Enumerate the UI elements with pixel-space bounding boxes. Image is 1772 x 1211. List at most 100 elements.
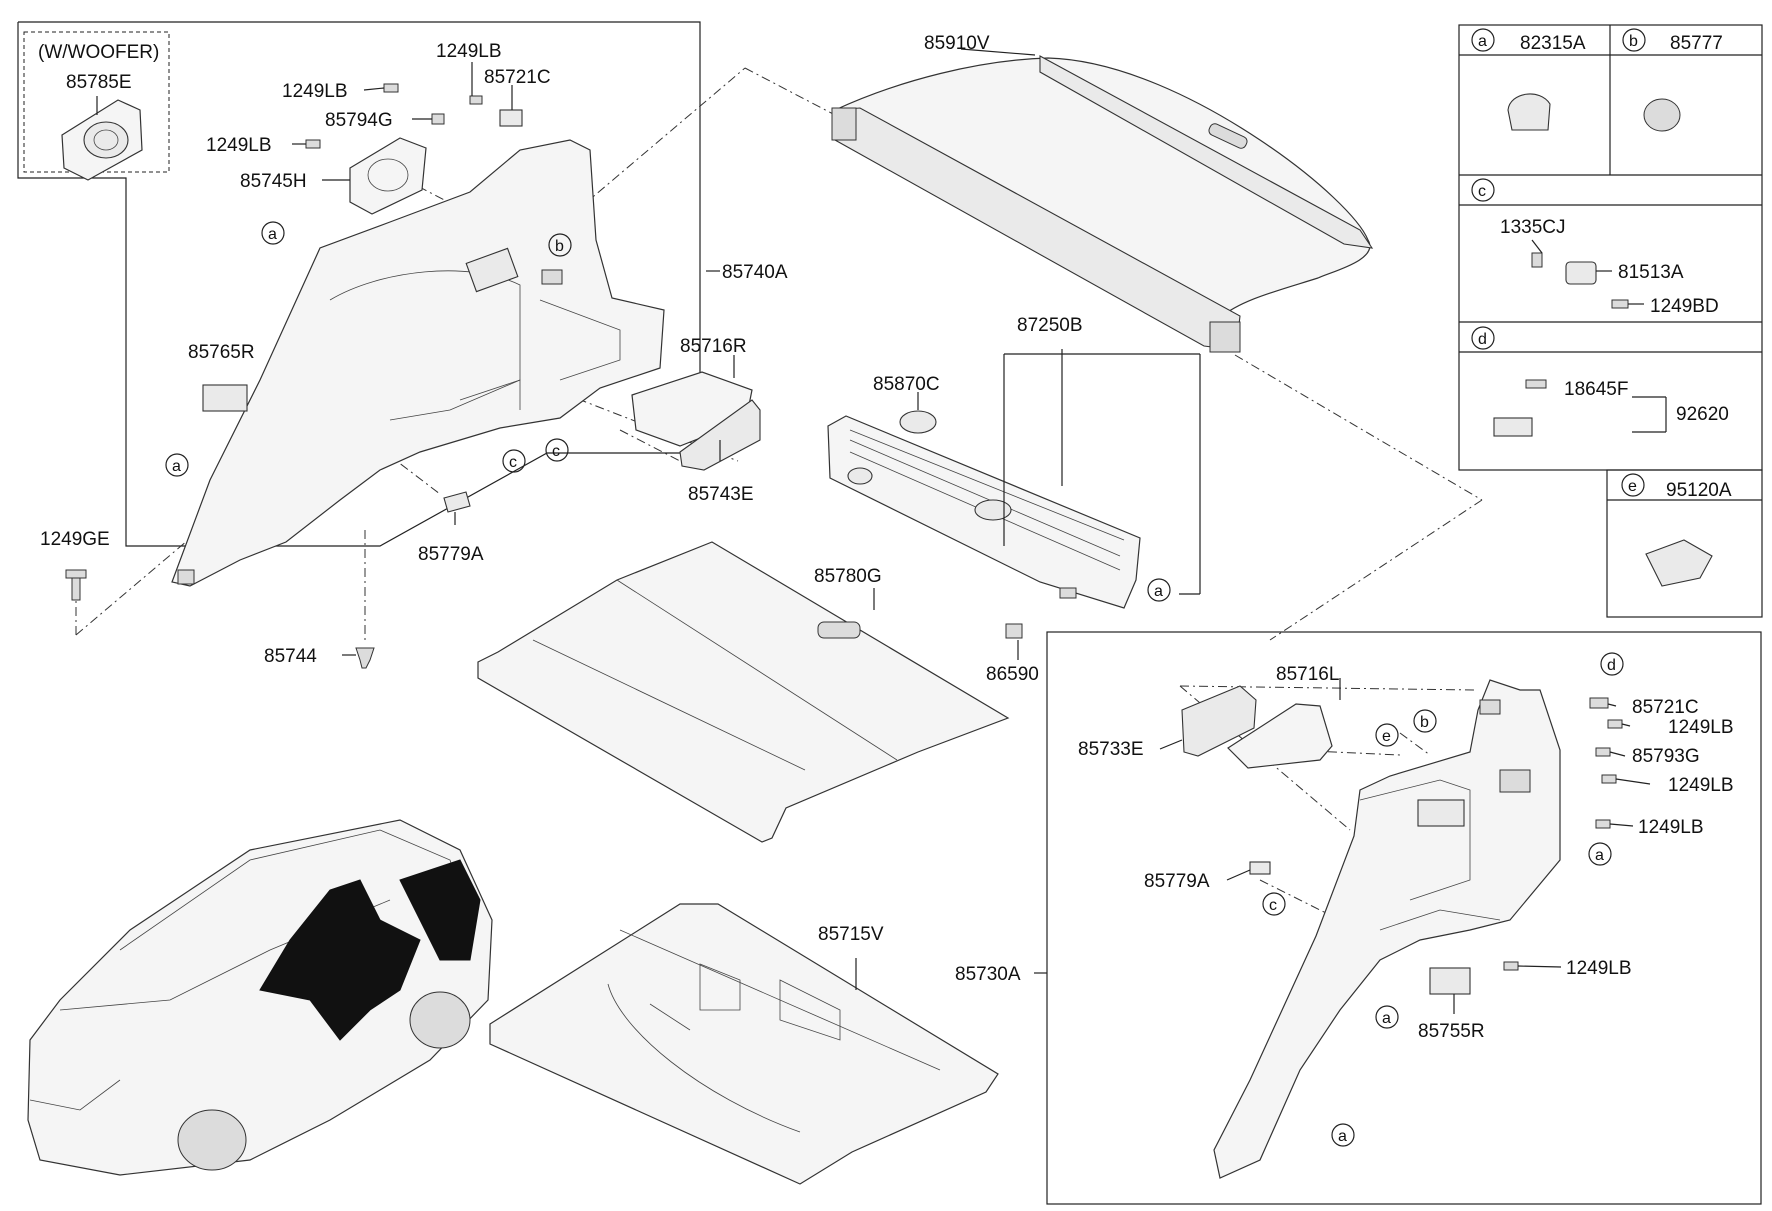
callout-d-1: d: [1600, 652, 1624, 676]
label-85779A-b: 85779A: [1144, 871, 1210, 892]
label-1249LB-g: 1249LB: [1566, 958, 1632, 979]
cargo-cover-85910V: [831, 55, 1374, 353]
legend-a-part: 82315A: [1520, 33, 1586, 54]
callout-e-legend: e: [1621, 473, 1645, 497]
screw-1249GE: [65, 569, 87, 601]
label-1249LB-a: 1249LB: [436, 41, 502, 62]
svg-text:d: d: [1478, 331, 1487, 348]
label-85780G: 85780G: [814, 566, 882, 587]
callout-c-1: c: [502, 449, 526, 473]
clip-85744: [355, 647, 375, 669]
bracket-85733E: [1181, 685, 1257, 757]
speaker-85745H: [349, 137, 427, 215]
callout-d-legend: d: [1471, 326, 1495, 350]
label-85740A: 85740A: [722, 262, 788, 283]
callout-c-legend: c: [1471, 178, 1495, 202]
label-1249LB-c: 1249LB: [206, 135, 272, 156]
callout-b-2: b: [1413, 709, 1437, 733]
callout-a-4: a: [1588, 842, 1612, 866]
label-85716R: 85716R: [680, 336, 747, 357]
pad-85765R: [202, 384, 248, 412]
callout-a-6: a: [1331, 1123, 1355, 1147]
label-87250B: 87250B: [1017, 315, 1083, 336]
svg-text:a: a: [1595, 847, 1604, 864]
callout-b-legend: b: [1622, 28, 1646, 52]
svg-text:e: e: [1382, 728, 1391, 745]
label-85745H: 85745H: [240, 171, 307, 192]
svg-text:c: c: [1478, 183, 1486, 200]
legend-c-part3: 1249BD: [1650, 296, 1719, 317]
luggage-board-85780G: [477, 541, 1010, 843]
svg-text:a: a: [1338, 1128, 1347, 1145]
cap-85870C: [899, 410, 937, 434]
label-1249LB-f: 1249LB: [1638, 817, 1704, 838]
leader-lines: [96, 48, 1667, 1014]
svg-text:a: a: [268, 226, 277, 243]
legend-e-part: 95120A: [1666, 480, 1732, 501]
luggage-tray-85715V: [489, 903, 999, 1185]
label-85870C: 85870C: [873, 374, 940, 395]
label-86590: 86590: [986, 664, 1039, 685]
label-85733E: 85733E: [1078, 739, 1144, 760]
label-85910V: 85910V: [924, 33, 990, 54]
right-quarter-trim-85730A: [1213, 679, 1561, 1179]
legend-table: [1458, 24, 1763, 618]
vehicle-illustration: [27, 819, 493, 1176]
nut-86590: [1005, 623, 1023, 639]
part-labels: (W/WOOFER) 85785E 1249LB 1249LB 85721C 8…: [38, 33, 1734, 1042]
svg-text:b: b: [1420, 714, 1429, 731]
label-1249LB-b: 1249LB: [282, 81, 348, 102]
cover-85716L: [1227, 703, 1333, 769]
left-panel-frame: [17, 21, 701, 547]
label-85743E: 85743E: [688, 484, 754, 505]
label-85721C-b: 85721C: [1632, 697, 1699, 718]
legend-d-part2: 92620: [1676, 404, 1729, 425]
callout-e-1: e: [1375, 723, 1399, 747]
label-85715V: 85715V: [818, 924, 884, 945]
legend-d-part1: 18645F: [1564, 379, 1628, 400]
label-85716L: 85716L: [1276, 664, 1339, 685]
svg-text:b: b: [1629, 33, 1638, 50]
callout-a-legend: a: [1471, 28, 1495, 52]
label-85744: 85744: [264, 646, 317, 667]
svg-text:c: c: [1269, 897, 1277, 914]
svg-text:a: a: [1154, 583, 1163, 600]
legend-c-part1: 1335CJ: [1500, 217, 1566, 238]
left-quarter-trim-85740A: [171, 139, 665, 587]
label-85765R: 85765R: [188, 342, 255, 363]
label-w-woofer: (W/WOOFER): [38, 42, 159, 63]
label-85785E: 85785E: [66, 72, 132, 93]
label-1249GE: 1249GE: [40, 529, 110, 550]
small-clips-top: [305, 83, 523, 149]
bracket-85743E: [679, 399, 761, 471]
right-panel-frame: [1046, 631, 1762, 1205]
label-85779A-a: 85779A: [418, 544, 484, 565]
callout-letters: a a a a a a a b b b c c c c d d e e: [165, 28, 1646, 1147]
pad-85755R: [1429, 967, 1471, 995]
svg-text:c: c: [509, 454, 517, 471]
callout-a-2: a: [165, 453, 189, 477]
svg-text:a: a: [172, 458, 181, 475]
legend-b-part: 85777: [1670, 33, 1723, 54]
label-1249LB-d: 1249LB: [1668, 717, 1734, 738]
svg-text:a: a: [1382, 1010, 1391, 1027]
svg-text:c: c: [552, 443, 560, 460]
svg-text:d: d: [1607, 657, 1616, 674]
legend-icons: [1493, 93, 1713, 587]
label-85793G: 85793G: [1632, 746, 1700, 767]
label-85730A: 85730A: [955, 964, 1021, 985]
callout-a-3: a: [1147, 578, 1171, 602]
callout-a-5: a: [1375, 1005, 1399, 1029]
clip-85779A-left: [443, 491, 471, 513]
svg-text:a: a: [1478, 33, 1487, 50]
label-85755R: 85755R: [1418, 1021, 1485, 1042]
callout-c-3: c: [1262, 892, 1286, 916]
callout-b-1: b: [548, 233, 572, 257]
label-1249LB-e: 1249LB: [1668, 775, 1734, 796]
callout-c-2: c: [545, 438, 569, 462]
svg-text:b: b: [555, 238, 564, 255]
legend-labels: 82315A 85777 1335CJ 81513A 1249BD 18645F…: [1500, 33, 1732, 501]
legend-c-part2: 81513A: [1618, 262, 1684, 283]
svg-text:e: e: [1628, 478, 1637, 495]
